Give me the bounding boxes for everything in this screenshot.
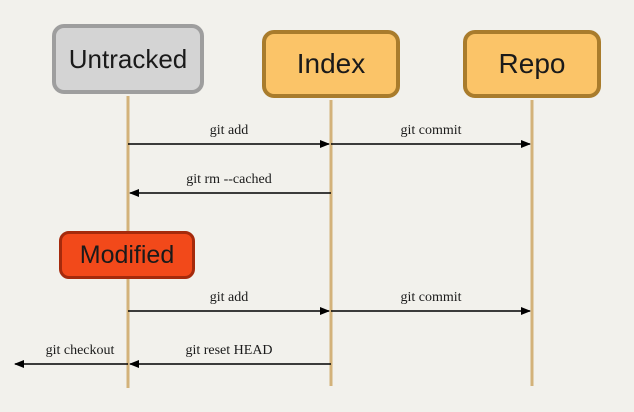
git-checkout-label: git checkout	[45, 343, 115, 358]
git-commit-label-1: git commit	[400, 123, 462, 138]
modified-node: Modified	[59, 231, 195, 279]
untracked-node: Untracked	[52, 24, 204, 94]
git-rm-cached-label: git rm --cached	[186, 172, 272, 187]
git-commit-label-2: git commit	[400, 290, 462, 305]
git-add-label-1: git add	[209, 123, 249, 138]
git-add-label-2: git add	[209, 290, 249, 305]
repo-node: Repo	[463, 30, 601, 98]
index-node: Index	[262, 30, 400, 98]
git-reset-head-label: git reset HEAD	[185, 343, 273, 358]
